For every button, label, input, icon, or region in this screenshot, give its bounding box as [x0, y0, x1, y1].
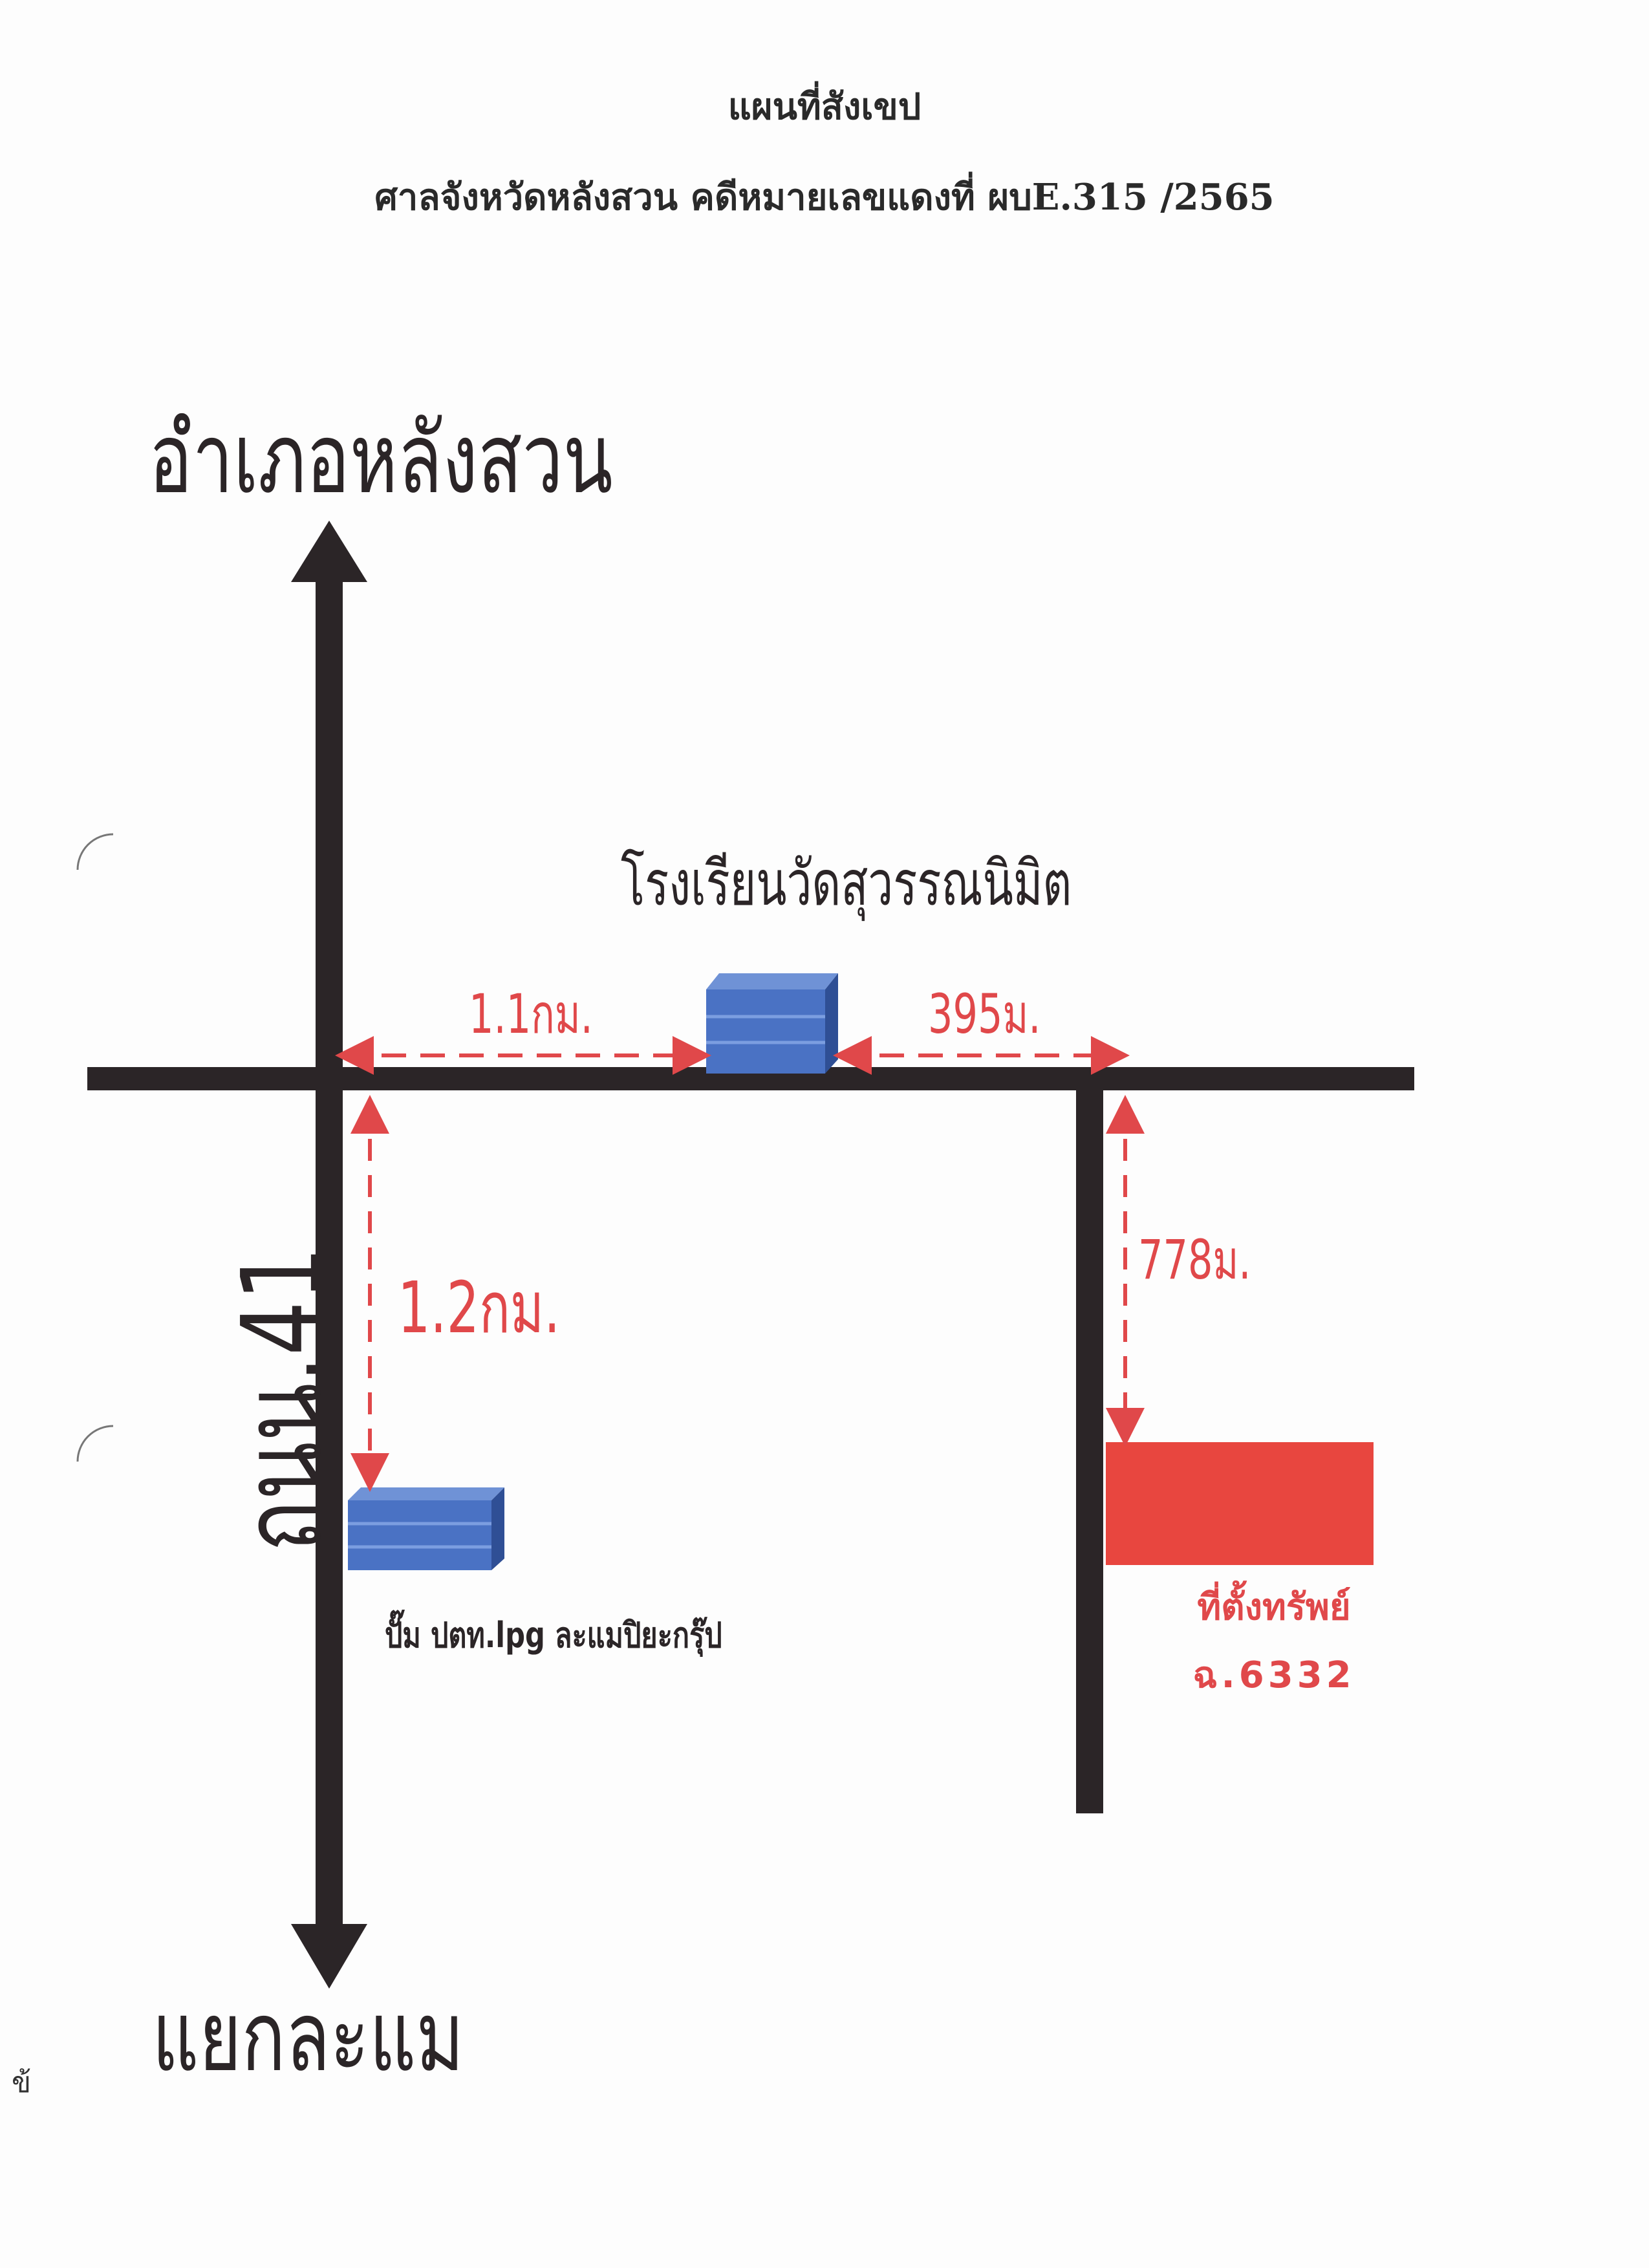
school-building-icon — [706, 973, 838, 1074]
school-label: โรงเรียนวัดสุวรรณนิมิต — [621, 847, 1072, 920]
south-destination-label: แยกละแม — [152, 1981, 464, 2093]
punch-hole-mark — [76, 833, 114, 870]
property-deed-number: ฉ.6332 — [1192, 1654, 1355, 1696]
south-arrow-head — [291, 1924, 367, 1989]
north-destination-label: อำเภอหลังสวน — [149, 403, 613, 515]
map-title: แผนที่สังเขป — [727, 85, 921, 128]
side-road — [1076, 1089, 1103, 1813]
property-label: ที่ตั้งทรัพย์ — [1197, 1586, 1351, 1628]
distance-to-school-label: 1.1กม. — [469, 982, 593, 1046]
highway-41-road — [316, 563, 343, 1927]
property-location-block — [1106, 1442, 1374, 1565]
distance-school-to-turn-label: 395ม. — [928, 982, 1041, 1046]
road-name-label: ถนน.41 — [219, 1246, 347, 1552]
distance-to-pump-label: 1.2กม. — [398, 1266, 561, 1349]
north-arrow-head — [291, 521, 367, 582]
distance-to-property-label: 778ม. — [1138, 1228, 1251, 1291]
gas-station-label: ปั๊ม ปตท.lpg ละแมปิยะกรุ๊ป — [385, 1615, 722, 1656]
case-subtitle: ศาลจังหวัดหลังสวน คดีหมายเลขแดงที่ ผบE.3… — [374, 176, 1275, 219]
punch-hole-mark — [76, 1425, 114, 1462]
gas-station-building-icon — [348, 1487, 504, 1570]
margin-mark: ข้ — [12, 2066, 32, 2099]
